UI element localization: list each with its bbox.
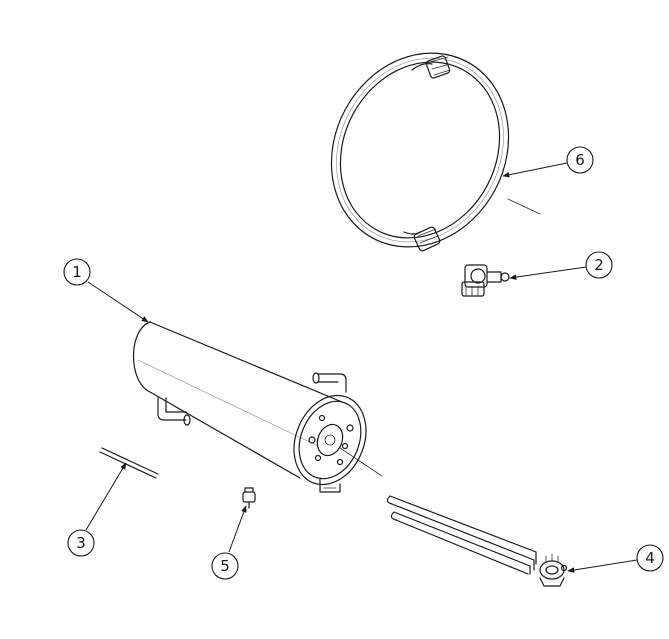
hose-fitting-bottom [403,226,441,252]
hose-fitting-top [411,55,451,79]
callout-1-label: 1 [72,263,82,281]
strip-part [99,447,159,479]
callout-4: 4 [567,544,664,573]
tank-part [132,321,383,493]
callout-5-label: 5 [220,557,230,575]
callout-3: 3 [67,462,127,557]
callout-2: 2 [509,251,613,280]
callout-3-label: 3 [76,534,86,552]
heating-element-part [386,495,568,587]
callout-4-label: 4 [645,549,655,567]
valve-part [461,264,510,297]
callout-1: 1 [63,258,149,323]
callout-5: 5 [211,505,247,580]
callout-6-label: 6 [575,151,585,169]
callout-6: 6 [502,146,594,178]
sensor-part [242,487,256,509]
callout-2-label: 2 [594,256,604,274]
hose-loop-part [330,52,541,252]
